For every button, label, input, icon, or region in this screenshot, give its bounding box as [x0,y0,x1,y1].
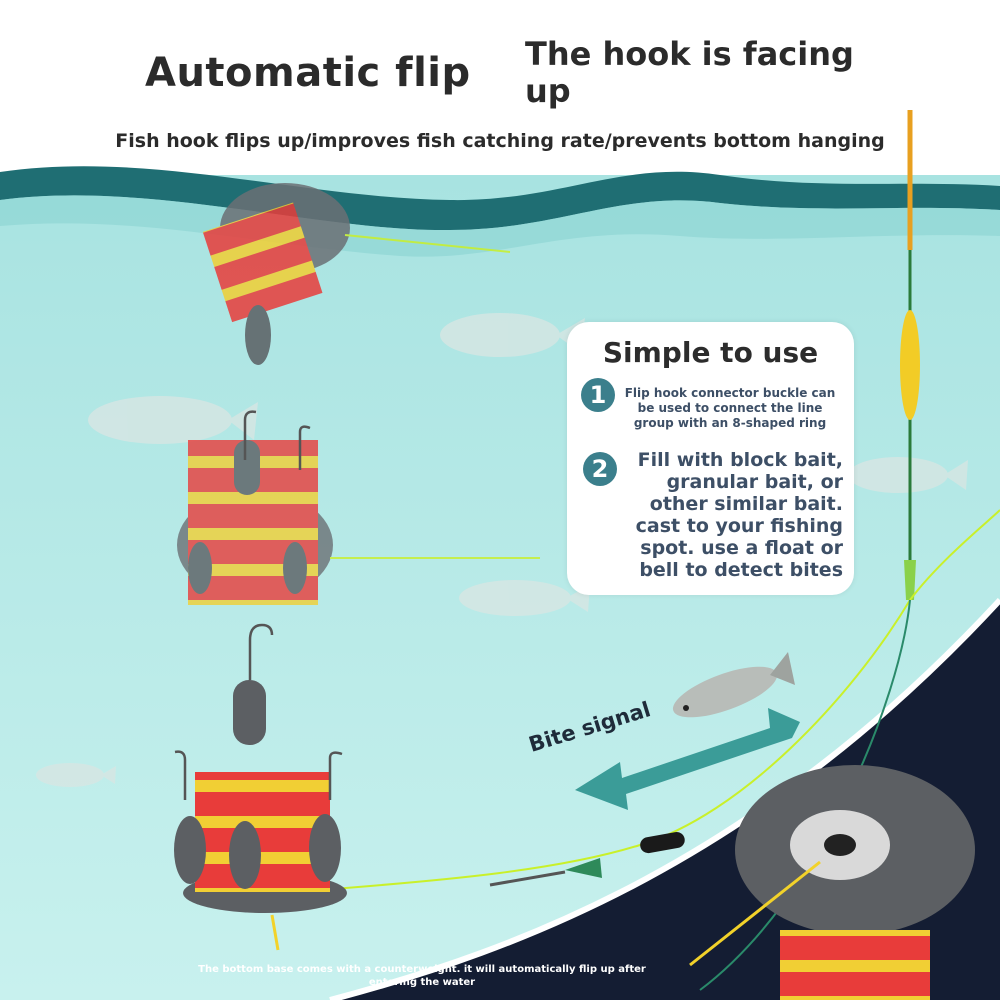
simple-to-use-card: Simple to use 1 Flip hook connector buck… [567,322,854,595]
dark-water-edge [329,597,1000,1000]
headline-title: Automatic flip [145,50,471,96]
fish-icon [672,652,795,718]
fish-icon [36,313,968,787]
bottom-caption: The bottom base comes with a counterweig… [198,964,646,988]
feeder-middle [177,440,540,605]
fishing-line [319,509,1000,891]
step-2-text: Fill with block bait, granular bait, or … [635,449,843,581]
water-surface-wave [0,166,1000,231]
step-number-1: 1 [581,378,615,412]
feeder-top [202,183,511,365]
headline-hook-facing-up: The hook is facing up [525,35,854,110]
swivel-icon [489,832,685,887]
headline-subtitle: Fish hook flips up/improves fish catchin… [115,130,885,152]
float-icon [900,110,920,600]
step-number-2: 2 [583,452,617,486]
arrow-icon [575,708,800,810]
step-1-text: Flip hook connector buckle can be used t… [624,386,836,430]
card-title: Simple to use [602,336,819,369]
base-closeup [689,765,975,1000]
feeder-bottom [174,680,347,951]
hook-icon [174,410,343,800]
